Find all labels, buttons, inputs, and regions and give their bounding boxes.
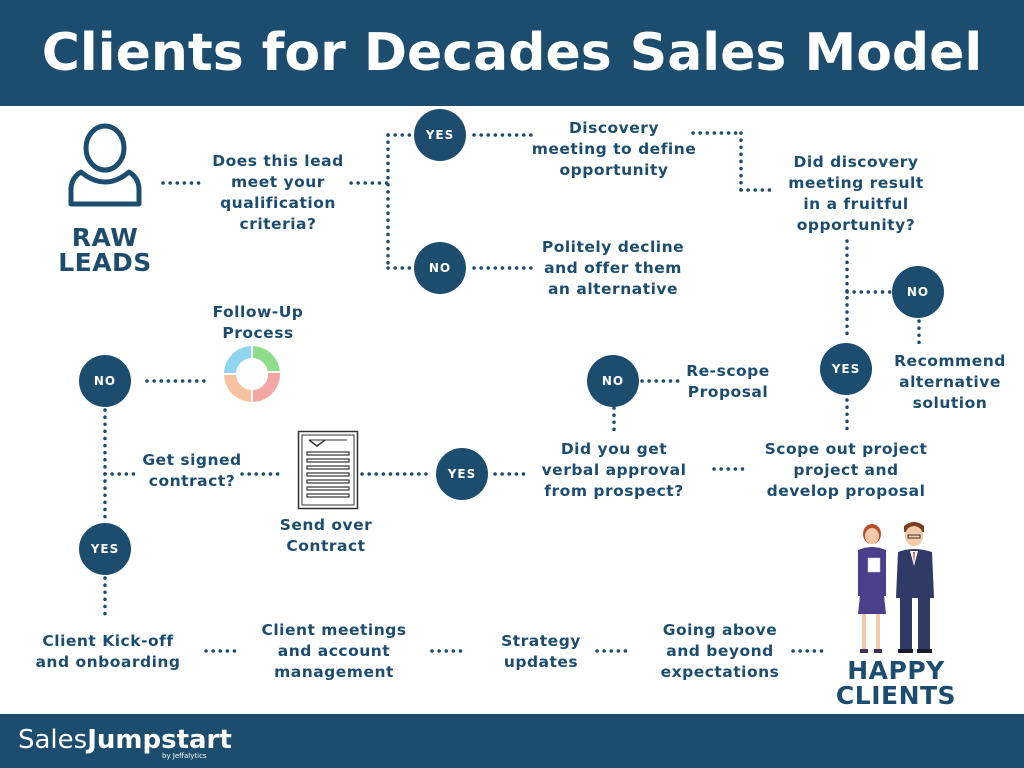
yes-circle-fruitful: YES — [820, 343, 872, 395]
happy-clients-label-2: CLIENTS — [835, 681, 957, 710]
brand-secondary: Jumpstart — [87, 725, 232, 755]
footer-bar — [0, 714, 1024, 768]
brand-sub: by Jeffalytics — [162, 752, 207, 760]
happy-clients-illustration — [858, 522, 934, 653]
no-circle-qualify: NO — [414, 242, 466, 294]
raw-leads-label-1: RAW — [71, 223, 139, 252]
page-title: Clients for Decades Sales Model — [41, 23, 983, 83]
raw-leads-label-2: LEADS — [58, 248, 152, 277]
happy-clients-label-1: HAPPY — [847, 656, 945, 685]
cycle-icon — [224, 345, 281, 403]
person-icon — [68, 123, 142, 207]
yes-circle-qualify: YES — [414, 109, 466, 161]
no-circle-verbal: NO — [587, 355, 639, 407]
no-circle-signed: NO — [79, 355, 131, 407]
no-circle-fruitful: NO — [892, 266, 944, 318]
contract-document-icon — [297, 430, 359, 510]
header-bar — [0, 0, 1024, 106]
yes-circle-signed: YES — [79, 523, 131, 575]
brand-primary: Sales — [18, 725, 88, 755]
woman-figure — [858, 524, 886, 653]
man-figure — [896, 522, 934, 653]
brand-logo: SalesJumpstart — [18, 724, 232, 756]
yes-circle-verbal: YES — [436, 448, 488, 500]
